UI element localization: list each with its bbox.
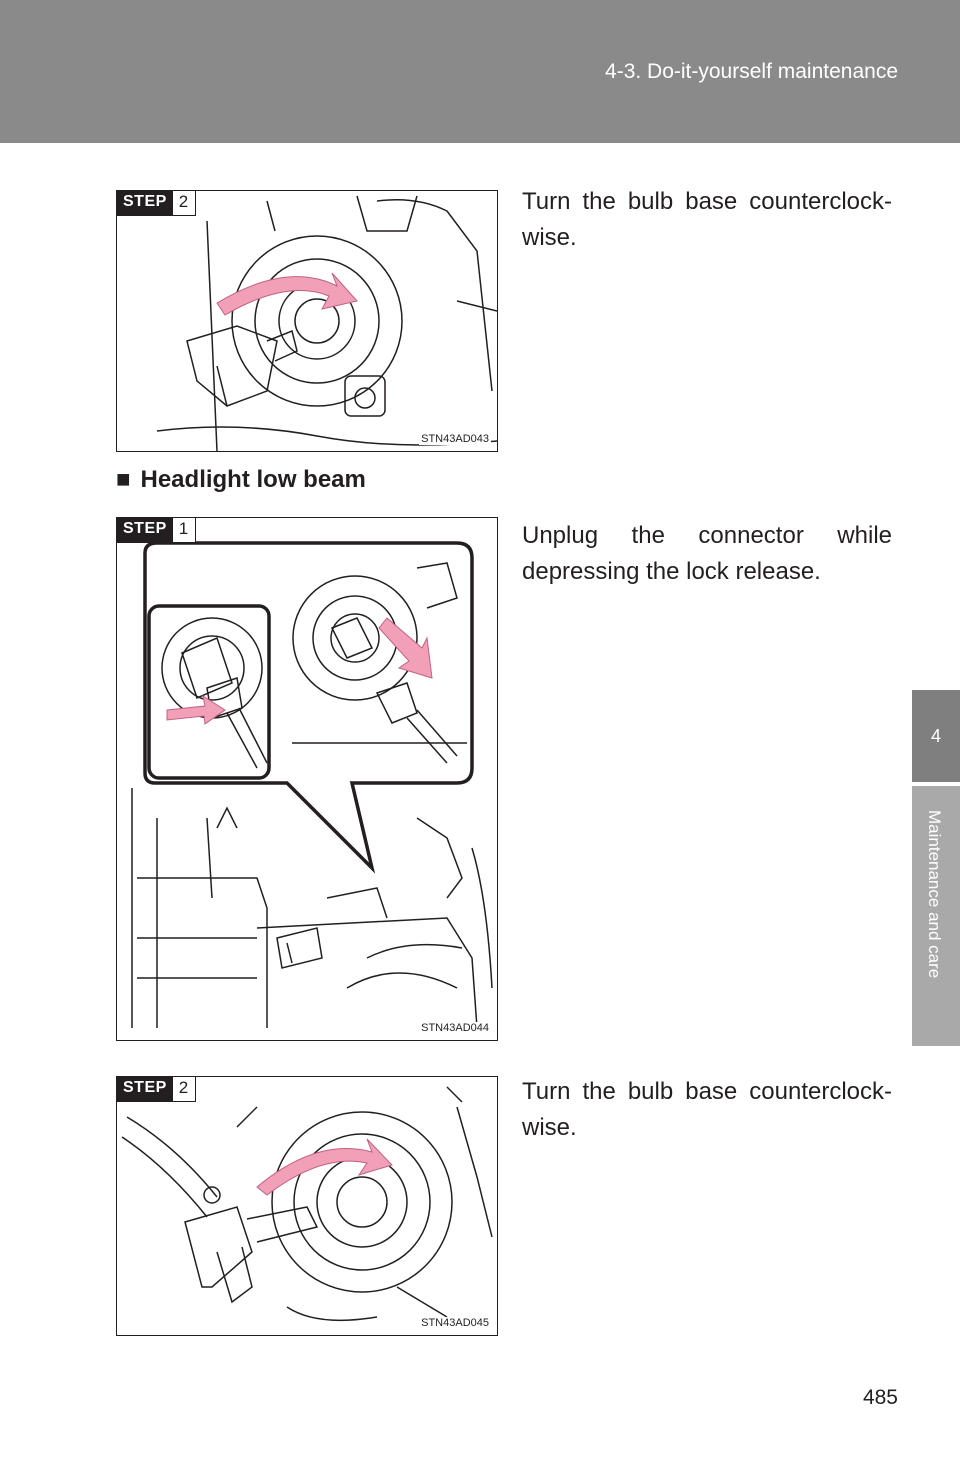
step-badge: STEP 1 <box>117 518 197 543</box>
engine-bay-connector-drawing <box>131 541 493 1029</box>
step-badge-number: 1 <box>172 518 196 542</box>
header-title: 4-3. Do-it-yourself maintenance <box>605 60 898 83</box>
chapter-number: 4 <box>930 726 941 746</box>
step-badge-number: 2 <box>172 1077 196 1101</box>
step-badge-number: 2 <box>172 191 196 215</box>
headlight-bulb-drawing <box>156 195 497 451</box>
square-bullet-icon: ■ <box>116 466 131 493</box>
section-heading-text: Headlight low beam <box>140 466 366 493</box>
page-number: 485 <box>862 1386 898 1409</box>
section-heading: ■ Headlight low beam <box>116 466 366 494</box>
step-2-illustration-low-beam: STEP 2 STN43AD045 <box>116 1076 498 1336</box>
image-code: STN43AD043 <box>419 433 491 445</box>
image-code: STN43AD045 <box>419 1317 491 1329</box>
step-1-instruction: Unplug the connector while depressing th… <box>522 522 892 585</box>
chapter-title: Maintenance and care <box>925 810 944 979</box>
chapter-number-tab: 4 <box>912 690 960 782</box>
step-badge: STEP 2 <box>117 191 197 216</box>
step-2-instruction: Turn the bulb base counterclock-wise. <box>522 1078 892 1141</box>
step-badge: STEP 2 <box>117 1077 197 1102</box>
step-badge-word: STEP <box>117 1077 173 1101</box>
bulb-removal-drawing <box>121 1086 493 1322</box>
chapter-title-tab: Maintenance and care <box>912 786 960 1046</box>
step-1-illustration-low-beam: STEP 1 STN43AD044 <box>116 517 498 1041</box>
step-badge-word: STEP <box>117 191 173 215</box>
image-code: STN43AD044 <box>419 1022 491 1034</box>
step-badge-word: STEP <box>117 518 173 542</box>
page-header: 4-3. Do-it-yourself maintenance <box>0 0 960 143</box>
step-2-instruction: Turn the bulb base counterclock-wise. <box>522 188 892 251</box>
step-2-illustration-high-beam: STEP 2 STN43AD043 <box>116 190 498 452</box>
